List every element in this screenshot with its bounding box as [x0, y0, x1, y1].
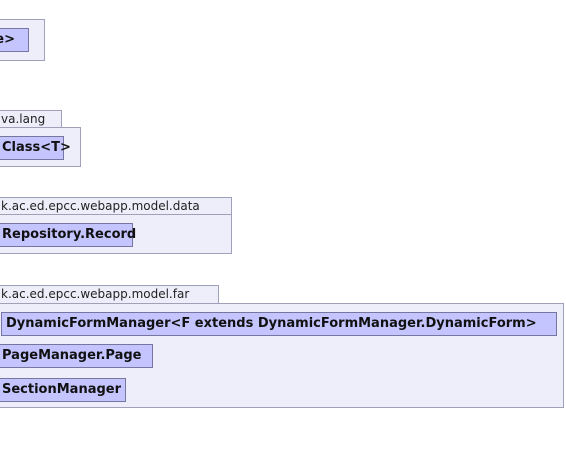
class-box-page-manager-page[interactable]: PageManager.Page	[0, 344, 153, 368]
class-box-repository-record[interactable]: Repository.Record	[0, 223, 136, 247]
package-tab-model-far: k.ac.ed.epcc.webapp.model.far	[0, 285, 219, 303]
package-box-model-far: DynamicFormManager<F extends DynamicForm…	[0, 303, 564, 408]
class-box-section-manager[interactable]: SectionManager	[0, 378, 126, 402]
package-box-model-data: Repository.Record	[0, 214, 232, 254]
package-box-0: ge>	[0, 19, 45, 61]
class-box-dynamic-form-manager[interactable]: DynamicFormManager<F extends DynamicForm…	[1, 312, 557, 336]
class-box-0[interactable]: ge>	[0, 28, 29, 52]
class-box-class-t[interactable]: Class<T>	[0, 136, 71, 160]
package-tab-java-lang: va.lang	[0, 110, 62, 127]
package-tab-model-data: k.ac.ed.epcc.webapp.model.data	[0, 197, 232, 214]
package-box-java-lang: Class<T>	[0, 127, 81, 167]
